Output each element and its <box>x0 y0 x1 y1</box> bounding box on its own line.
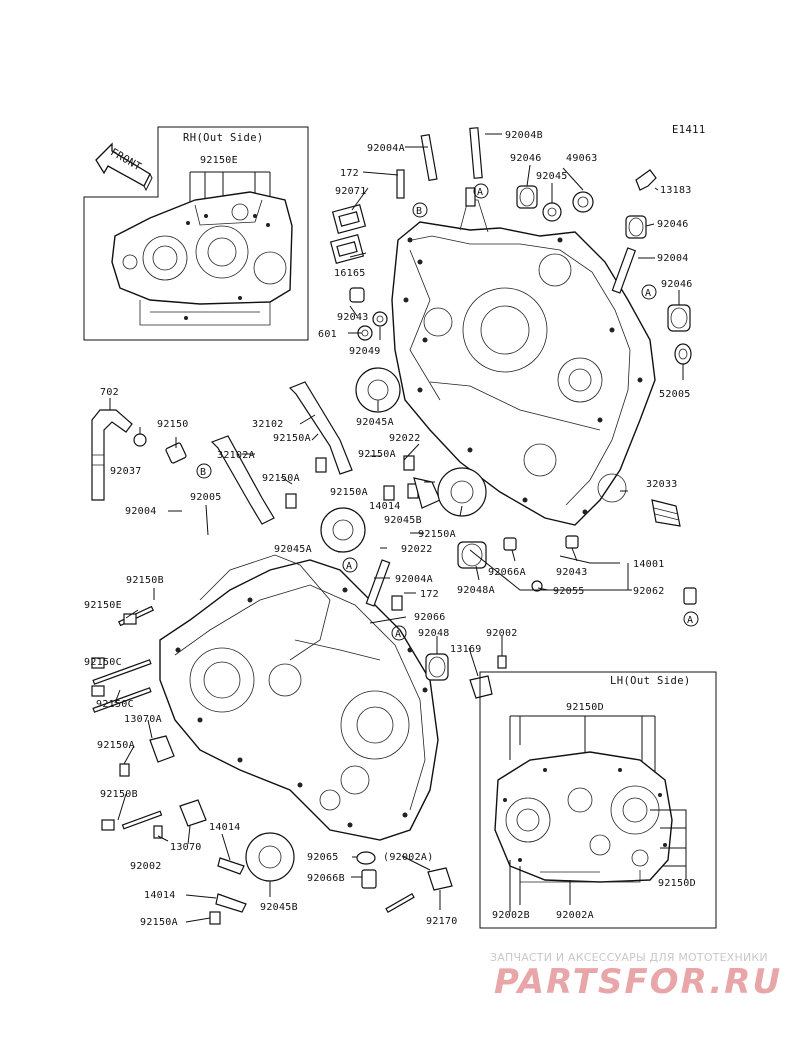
part-label: 13070 <box>170 842 202 853</box>
callout-b: B <box>416 206 422 217</box>
part-label: 92048A <box>457 585 495 596</box>
part-label: 92071 <box>335 186 367 197</box>
part-labels: 92004A 92004B 172 92071 16165 92046 4906… <box>84 130 693 928</box>
part-label: 92066A <box>488 567 526 578</box>
part-label: 92065 <box>307 852 339 863</box>
part-label: 92150C <box>84 657 122 668</box>
part-label: 32102 <box>252 419 284 430</box>
part-label: 92048 <box>418 628 450 639</box>
callout-a: A <box>346 561 352 572</box>
rh-inset-part: 92150E <box>200 155 238 166</box>
rh-inset-title: RH(Out Side) <box>183 132 264 144</box>
part-label: 92045A <box>356 417 394 428</box>
part-label: 92045B <box>384 515 422 526</box>
lh-inset-part: 92002A <box>556 910 594 921</box>
part-label: 14014 <box>209 822 241 833</box>
part-label: 92046 <box>661 279 693 290</box>
part-label: 16165 <box>334 268 366 279</box>
part-label: 92022 <box>389 433 421 444</box>
callout-a: A <box>395 629 401 640</box>
part-label: 92004A <box>367 143 405 154</box>
part-label: 601 <box>318 329 337 340</box>
part-label: 52005 <box>659 389 691 400</box>
part-label: 92043 <box>337 312 369 323</box>
part-label: 92004 <box>125 506 157 517</box>
part-label: 92150A <box>358 449 396 460</box>
part-label: 92004A <box>395 574 433 585</box>
part-label: 92002 <box>130 861 162 872</box>
part-label: 92150A <box>262 473 300 484</box>
part-label: 92150A <box>97 740 135 751</box>
part-label: 92062 <box>633 586 665 597</box>
part-label: 92150B <box>126 575 164 586</box>
part-label: 92150A <box>418 529 456 540</box>
part-label: 14014 <box>369 501 401 512</box>
part-label: 32102A <box>217 450 255 461</box>
leader-lines <box>109 133 684 923</box>
callout-a: A <box>645 288 651 299</box>
part-label: 92022 <box>401 544 433 555</box>
lh-engine-sketch <box>494 751 673 883</box>
part-label: 92150A <box>140 917 178 928</box>
part-label: 92045 <box>536 171 568 182</box>
part-label: 13183 <box>660 185 692 196</box>
part-label: 92150 <box>157 419 189 430</box>
part-label: 92046 <box>657 219 689 230</box>
part-label: 92004 <box>657 253 689 264</box>
part-label: 92043 <box>556 567 588 578</box>
watermark-tagline: ЗАПЧАСТИ И АКСЕССУАРЫ ДЛЯ МОТОТЕХНИКИ <box>490 951 768 964</box>
lh-inset-part: 92150D <box>566 702 604 713</box>
part-label: 92150C <box>96 699 134 710</box>
part-label: 92049 <box>349 346 381 357</box>
part-label: 92066 <box>414 612 446 623</box>
part-label: 92055 <box>553 586 585 597</box>
part-label: (92002A) <box>383 852 434 863</box>
callout-a: A <box>687 615 693 626</box>
callouts: B A A B A A A <box>196 183 699 641</box>
part-label: 14001 <box>633 559 665 570</box>
part-label: 92150A <box>330 487 368 498</box>
bearings-and-seals <box>91 127 697 925</box>
part-label: 92046 <box>510 153 542 164</box>
part-label: 92045B <box>260 902 298 913</box>
part-label: 92170 <box>426 916 458 927</box>
part-label: 92004B <box>505 130 543 141</box>
lh-inset-title: LH(Out Side) <box>610 675 691 687</box>
part-label: 32033 <box>646 479 678 490</box>
watermark-logo: PARTSFOR.RU <box>494 962 783 1002</box>
part-label: 172 <box>420 589 439 600</box>
part-label: 92150E <box>84 600 122 611</box>
lh-inset-part: 92002B <box>492 910 530 921</box>
lh-inset: LH(Out Side) 92150D 92150D 92002B 92002A <box>479 671 717 929</box>
part-label: 172 <box>340 168 359 179</box>
lh-inset-part: 92150D <box>658 878 696 889</box>
part-label: 702 <box>100 387 119 398</box>
upper-crankcase-half <box>391 199 656 526</box>
lower-crankcase-half <box>159 554 439 841</box>
part-label: 49063 <box>566 153 598 164</box>
part-label: 92066B <box>307 873 345 884</box>
rh-engine-sketch <box>111 191 293 326</box>
part-label: 14014 <box>144 890 176 901</box>
rh-inset: RH(Out Side) FRONT 92150E <box>83 126 309 341</box>
callout-a: A <box>477 187 483 198</box>
part-label: 13070A <box>124 714 162 725</box>
part-label: 92002 <box>486 628 518 639</box>
part-label: 92045A <box>274 544 312 555</box>
part-label: 92005 <box>190 492 222 503</box>
part-label: 13169 <box>450 644 482 655</box>
diagram-code: E1411 <box>672 124 706 136</box>
part-label: 92037 <box>110 466 142 477</box>
part-label: 92150A <box>273 433 311 444</box>
front-arrow-icon <box>95 142 153 192</box>
callout-b: B <box>200 467 206 478</box>
part-label: 92150B <box>100 789 138 800</box>
